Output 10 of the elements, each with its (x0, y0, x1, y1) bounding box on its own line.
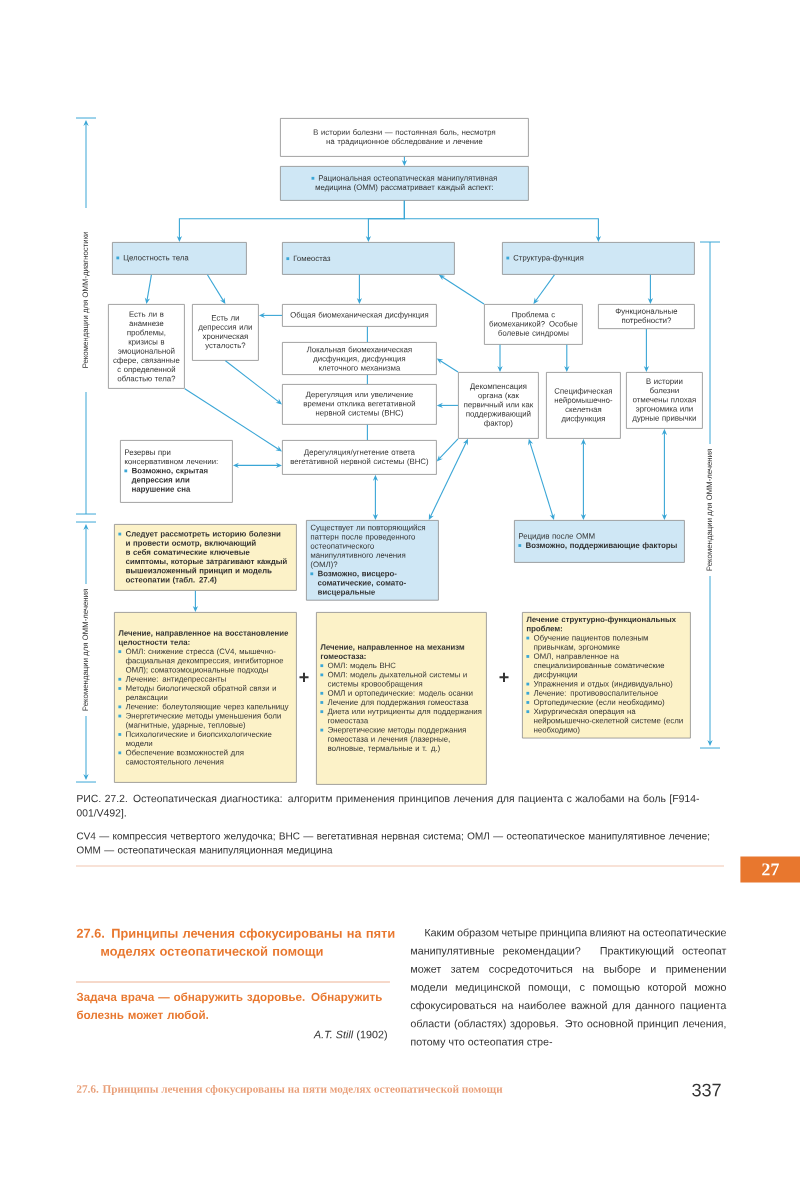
arrow (224, 360, 282, 405)
arrow (206, 274, 226, 304)
arrow (533, 274, 555, 304)
chapter-tab: 27 (740, 856, 800, 883)
arrow (184, 388, 282, 452)
plus-sign: + (499, 672, 509, 682)
arrow (564, 344, 570, 372)
arrow (403, 200, 602, 242)
plus-sign: + (299, 672, 309, 682)
page-number: 337 (692, 1083, 721, 1097)
